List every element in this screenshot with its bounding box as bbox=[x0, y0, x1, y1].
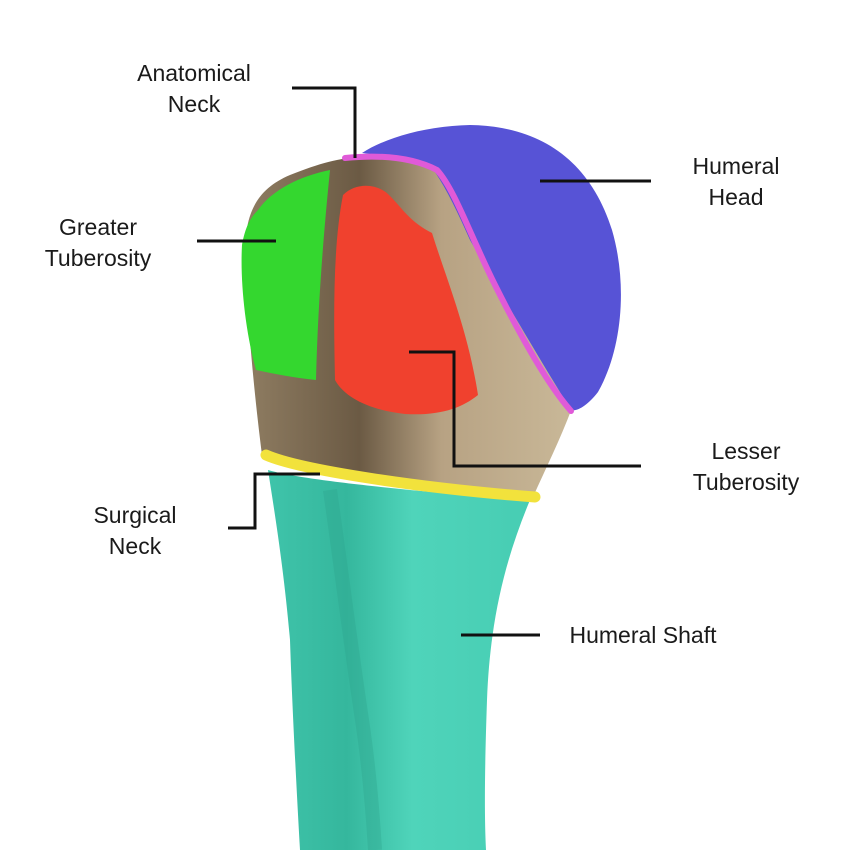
greater-tuberosity-label-line2: Tuberosity bbox=[44, 245, 152, 271]
surgical-neck-band bbox=[260, 449, 541, 503]
humeral-head-label-line1: Humeral bbox=[692, 153, 780, 179]
greater-tuberosity-label-line1: Greater bbox=[59, 214, 137, 240]
lesser-tuberosity-label-line1: Lesser bbox=[711, 438, 781, 464]
humeral-shaft-label-text: Humeral Shaft bbox=[569, 622, 717, 648]
surgical-neck-label-line1: Surgical bbox=[93, 502, 177, 528]
anatomical-neck-label-line1: Anatomical bbox=[137, 60, 251, 86]
lesser-tuberosity-region bbox=[334, 185, 478, 415]
lesser-tuberosity-label: Lesser Tuberosity bbox=[674, 436, 818, 498]
humeral-shaft-region bbox=[268, 470, 530, 850]
anatomical-neck-label: Anatomical Neck bbox=[122, 58, 266, 120]
anatomical-neck-leader bbox=[292, 86, 357, 158]
greater-tuberosity-label: Greater Tuberosity bbox=[26, 212, 170, 274]
surgical-neck-leader bbox=[228, 472, 320, 530]
surgical-neck-label-line2: Neck bbox=[108, 533, 162, 559]
lesser-tuberosity-leader bbox=[409, 350, 641, 468]
greater-tuberosity-region bbox=[241, 170, 330, 380]
lesser-tuberosity-label-line2: Tuberosity bbox=[692, 469, 800, 495]
humeral-head-label: Humeral Head bbox=[666, 151, 806, 213]
humeral-head-label-line2: Head bbox=[708, 184, 764, 210]
humeral-shaft-label: Humeral Shaft bbox=[552, 620, 734, 651]
surgical-neck-label: Surgical Neck bbox=[72, 500, 198, 562]
humeral-head-region bbox=[362, 125, 621, 411]
anatomical-neck-label-line2: Neck bbox=[167, 91, 221, 117]
anatomical-neck-line bbox=[342, 153, 574, 414]
leader-lines bbox=[197, 86, 651, 637]
shaft-groove bbox=[323, 489, 382, 851]
